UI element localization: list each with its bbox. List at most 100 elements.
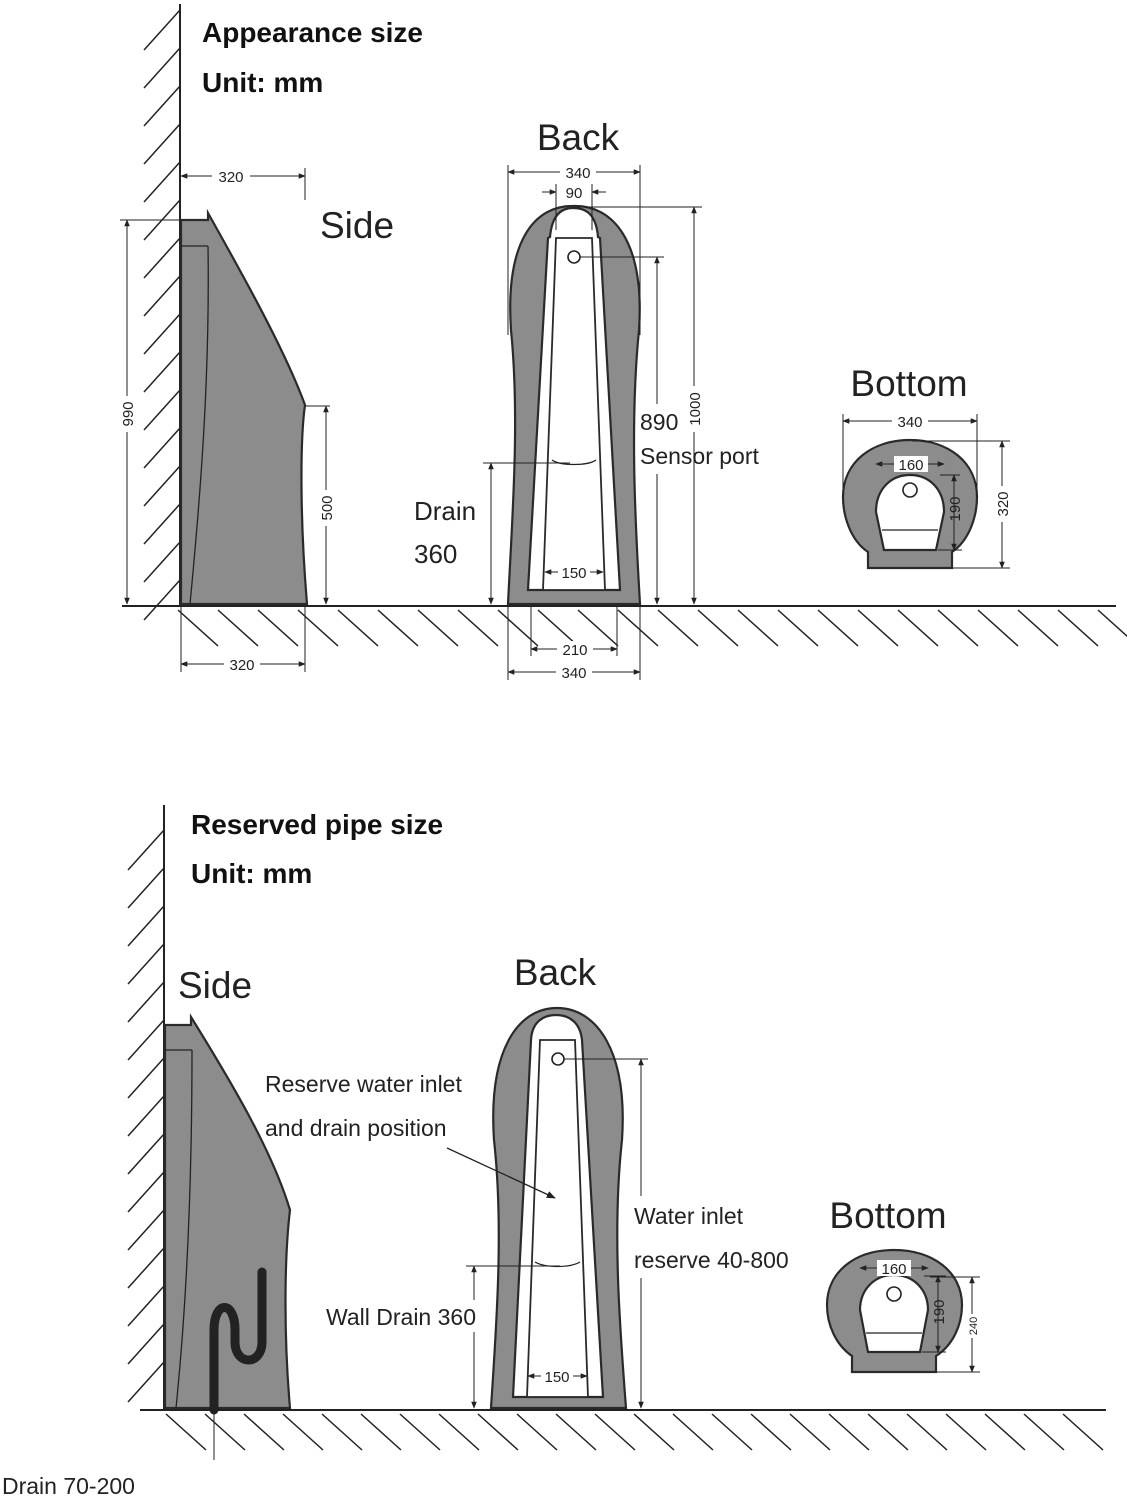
dim-bottom-inner-height: 190	[931, 1299, 948, 1324]
hatch-stroke	[337, 609, 379, 647]
hatch-stroke	[594, 1413, 636, 1451]
dim-label-bg	[212, 168, 250, 184]
side-view-label: Side	[320, 205, 394, 246]
hatch-stroke	[789, 1413, 831, 1451]
hatch-stroke	[657, 609, 699, 647]
appearance-title: Appearance size	[202, 17, 423, 48]
hatch-stroke	[143, 9, 181, 51]
hatch-stroke	[143, 123, 181, 165]
pipe-unit: Unit: mm	[191, 858, 312, 889]
hatch-stroke	[438, 1413, 480, 1451]
hatch-stroke	[477, 1413, 519, 1451]
dim-label-bg	[318, 490, 334, 526]
hatch-stroke	[617, 609, 659, 647]
hatch-stroke	[204, 1413, 246, 1451]
drain-height-value: 360	[414, 539, 457, 569]
sensor-port-icon	[567, 250, 581, 264]
dim-label-bg	[894, 456, 928, 472]
hatch-stroke	[1097, 609, 1127, 638]
bottom-view-appearance: Bottom 340 160 190 320	[841, 363, 1012, 570]
back-view-label: Back	[537, 117, 620, 158]
wall-hatch	[127, 829, 165, 1403]
dim-bottom-width: 340	[897, 414, 922, 431]
pipe-title: Reserved pipe size	[191, 809, 443, 840]
dim-label-bg	[877, 1260, 911, 1276]
hatch-stroke	[143, 313, 181, 355]
hatch-stroke	[672, 1413, 714, 1451]
bottom-view-basin	[874, 473, 946, 552]
pipe-section: Reserved pipe size Unit: mm Side Drain 7…	[2, 805, 1106, 1499]
water-inlet-label-line2: reserve 40-800	[634, 1247, 789, 1273]
back-view-inner-channel	[542, 237, 606, 591]
floor-hatch	[165, 1413, 1104, 1451]
bottom-view-label: Bottom	[850, 363, 967, 404]
hatch-stroke	[177, 609, 219, 647]
hatch-stroke	[750, 1413, 792, 1451]
hatch-stroke	[257, 609, 299, 647]
dim-back-top-width: 340	[565, 165, 590, 182]
hatch-stroke	[143, 541, 181, 583]
hatch-stroke	[399, 1413, 441, 1451]
dim-bottom-inner: 160	[898, 457, 923, 474]
hatch-stroke	[143, 579, 181, 621]
hatch-stroke	[1062, 1413, 1104, 1451]
dim-back-base-inner: 210	[562, 642, 587, 659]
dim-back-base-outer: 340	[561, 665, 586, 682]
floor-hatch	[177, 609, 1127, 647]
dim-label-bg	[558, 564, 590, 580]
hatch-stroke	[127, 1171, 165, 1213]
hatch-stroke	[945, 1413, 987, 1451]
hatch-stroke	[127, 1247, 165, 1289]
hatch-stroke	[555, 1413, 597, 1451]
dim-side-top-width: 320	[218, 169, 243, 186]
hatch-stroke	[127, 905, 165, 947]
hatch-stroke	[143, 161, 181, 203]
hatch-stroke	[282, 1413, 324, 1451]
hatch-stroke	[577, 609, 619, 647]
hatch-stroke	[143, 427, 181, 469]
hatch-stroke	[984, 1413, 1026, 1451]
dim-back-height: 1000	[687, 392, 704, 425]
dim-bottom-height: 240	[968, 1317, 980, 1335]
wall-hatch	[143, 9, 181, 621]
dim-back-bottom-inner: 150	[544, 1369, 569, 1386]
bottom-view-label: Bottom	[829, 1195, 946, 1236]
hatch-stroke	[321, 1413, 363, 1451]
hatch-stroke	[937, 609, 979, 647]
hatch-stroke	[127, 1133, 165, 1175]
side-view-inner-edge	[175, 1049, 193, 1409]
hatch-stroke	[165, 1413, 207, 1451]
dim-bottom-height: 320	[995, 491, 1012, 516]
hatch-stroke	[977, 609, 1019, 647]
dim-bottom-inner: 160	[881, 1261, 906, 1278]
hatch-stroke	[1023, 1413, 1065, 1451]
dim-label-bg	[966, 1314, 980, 1338]
water-inlet-icon	[551, 1052, 565, 1066]
hatch-stroke	[711, 1413, 753, 1451]
drain-range-label: Drain 70-200	[2, 1473, 135, 1499]
hatch-stroke	[297, 609, 339, 647]
hatch-stroke	[143, 237, 181, 279]
hatch-stroke	[537, 609, 579, 647]
hatch-stroke	[417, 609, 459, 647]
dim-label-bg	[636, 404, 686, 474]
hatch-stroke	[143, 275, 181, 317]
drain-hole-icon	[886, 1286, 902, 1302]
dim-label-bg	[994, 486, 1010, 522]
hatch-stroke	[127, 1095, 165, 1137]
hatch-stroke	[127, 1323, 165, 1365]
hatch-stroke	[143, 465, 181, 507]
appearance-section: Appearance size Unit: mm Side 320 990	[119, 4, 1127, 682]
drain-label: Drain	[414, 496, 476, 526]
reserve-label-line1: Reserve water inlet	[265, 1071, 462, 1097]
hatch-stroke	[897, 609, 939, 647]
hatch-stroke	[516, 1413, 558, 1451]
s-trap-pipe	[209, 1267, 267, 1415]
side-view-body	[179, 208, 309, 606]
hatch-stroke	[457, 609, 499, 647]
back-view-drain-curve	[551, 459, 597, 466]
side-view-pipe: Side Drain 70-200	[2, 965, 292, 1499]
hatch-stroke	[633, 1413, 675, 1451]
dim-back-top-inner: 90	[566, 185, 583, 202]
